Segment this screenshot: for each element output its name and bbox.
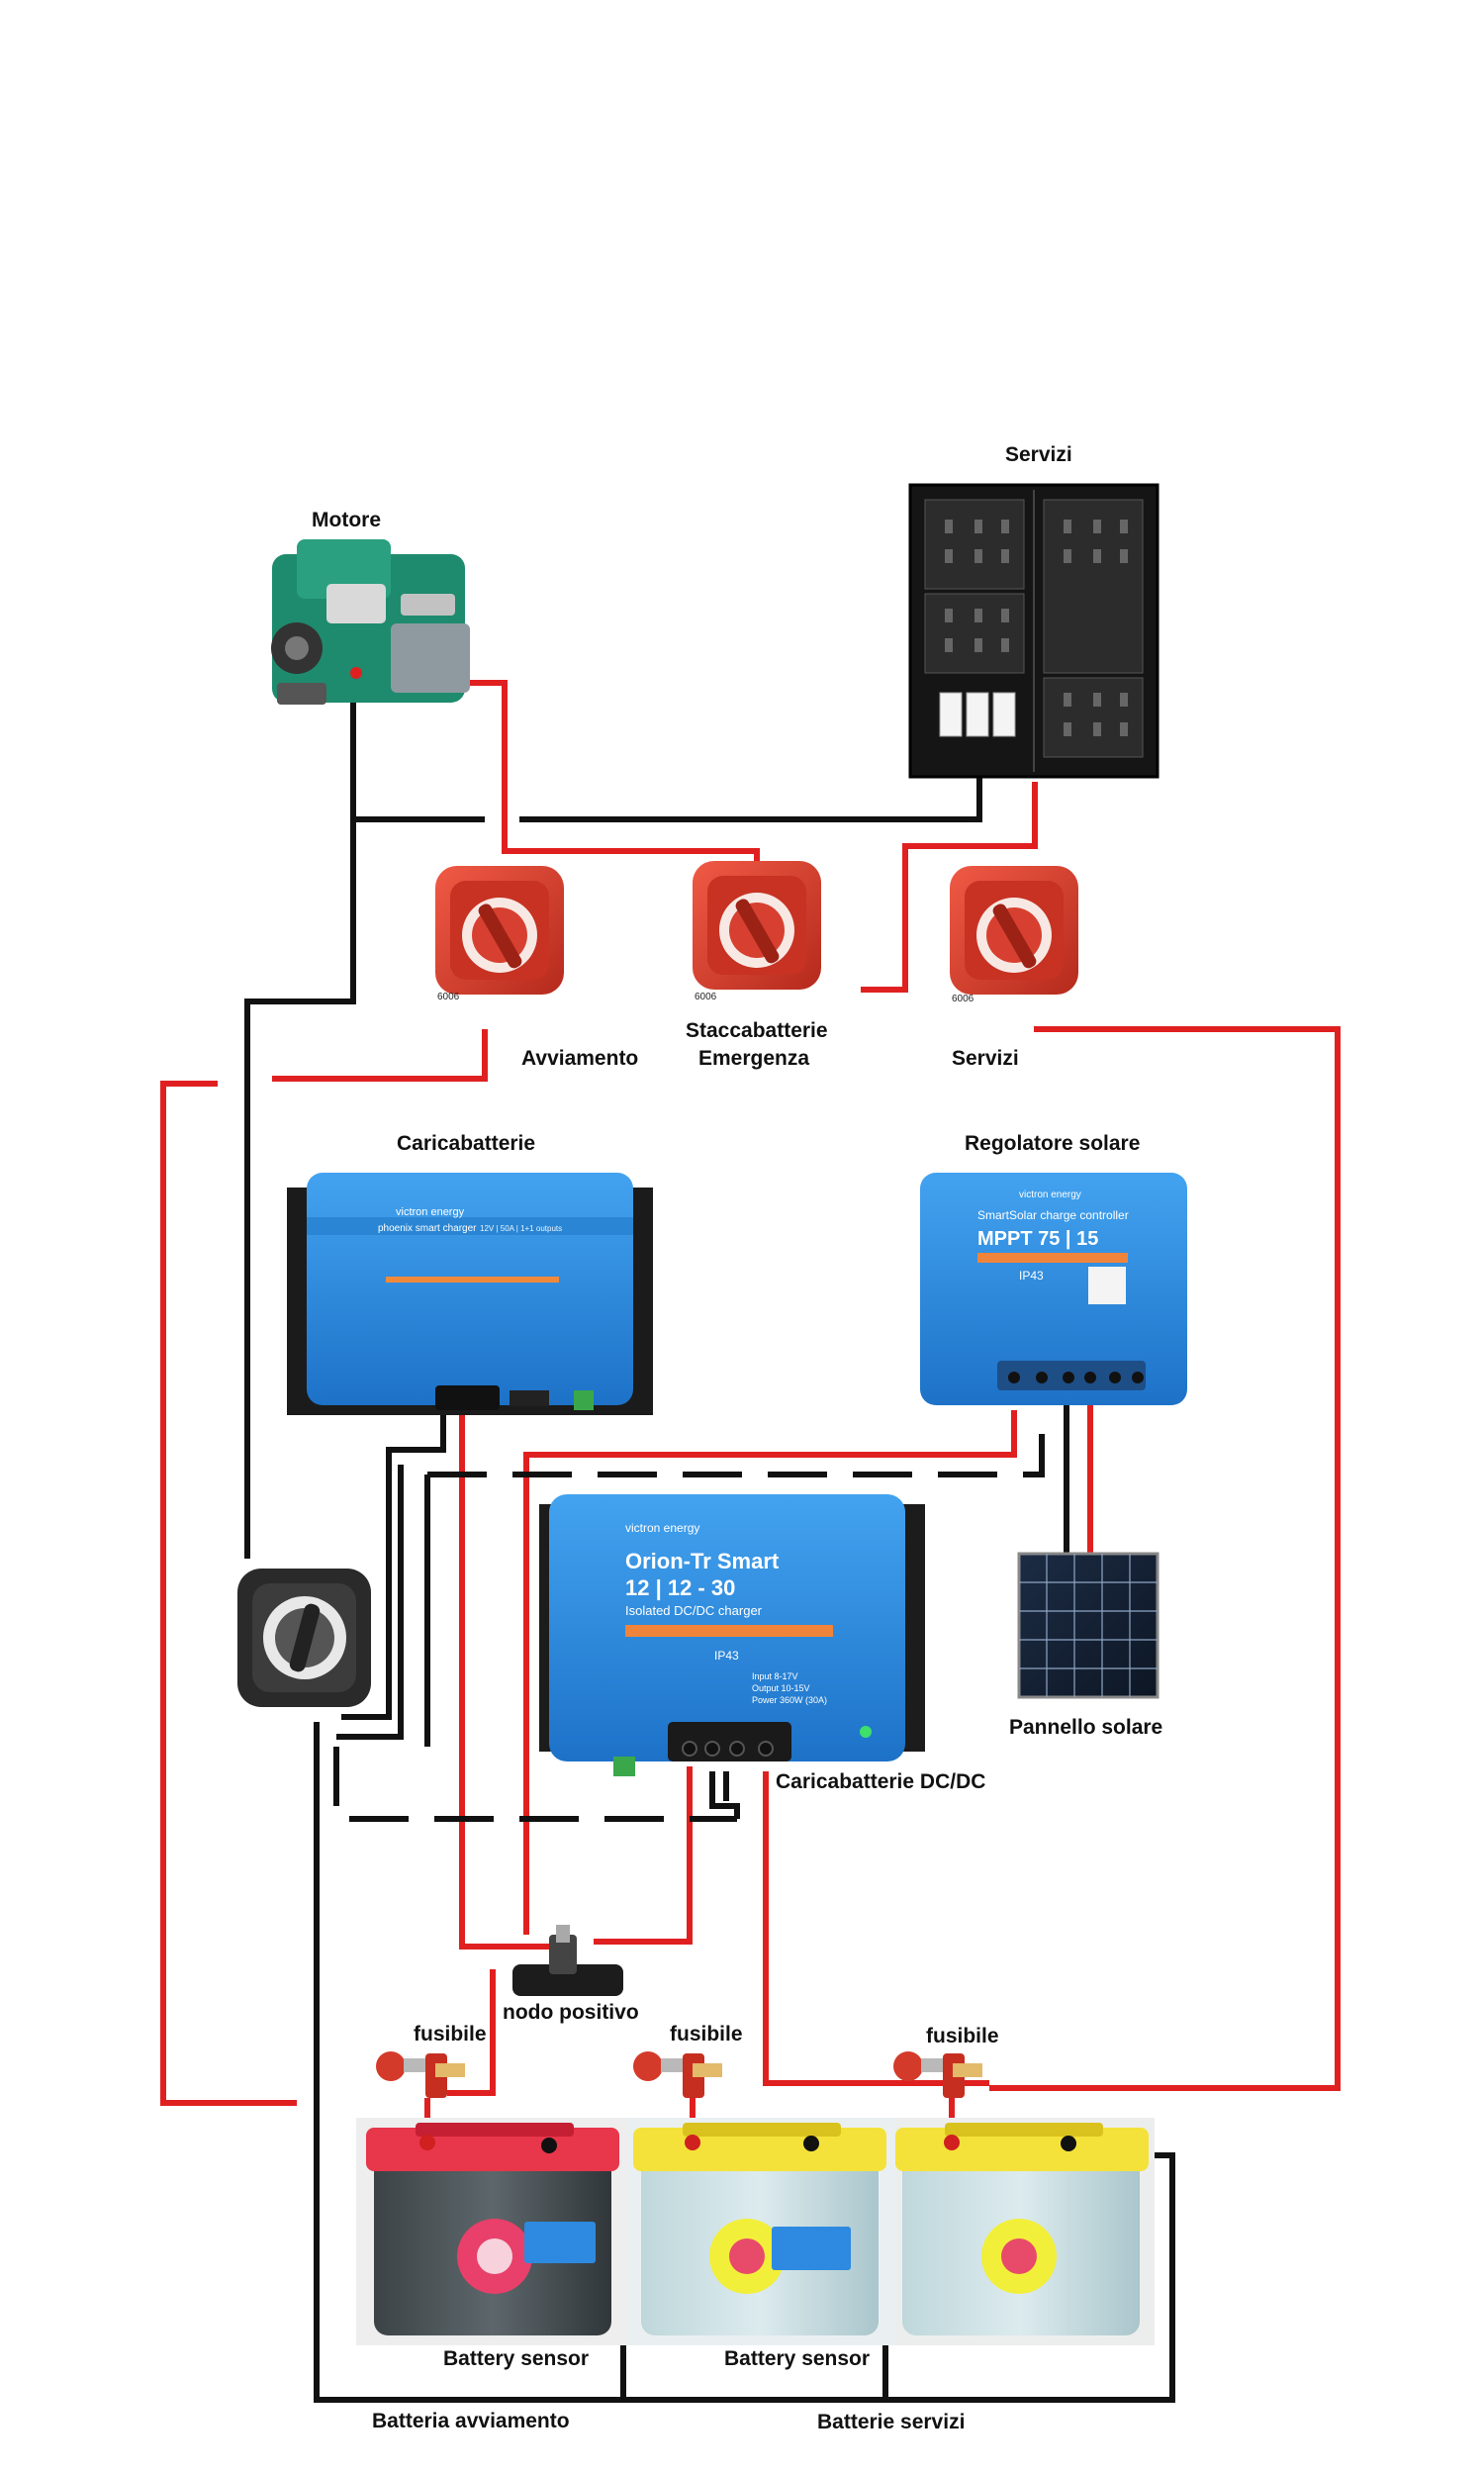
orion-brand: victron energy: [625, 1521, 699, 1535]
mppt-ip: IP43: [1019, 1269, 1044, 1283]
engine-illustration: [271, 539, 470, 705]
label-nodo-positivo: nodo positivo: [503, 2001, 639, 2024]
label-pannello-solare: Pannello solare: [1009, 1716, 1163, 1739]
phoenix-model: phoenix smart charger: [378, 1223, 477, 1234]
battery-service-1: [628, 2118, 895, 2345]
orion-subtitle: Isolated DC/DC charger: [625, 1603, 763, 1618]
battery-start: [356, 2118, 628, 2345]
label-avviamento: Avviamento: [521, 1047, 639, 1070]
orion-spec-input: Input 8-17V: [752, 1671, 798, 1681]
phoenix-charger: victron energy phoenix smart charger 12V…: [287, 1173, 653, 1415]
label-servizi-switch: Servizi: [952, 1047, 1019, 1070]
switch-code-servizi: 6006: [952, 994, 974, 1004]
label-motore: Motore: [312, 509, 381, 531]
orion-model-2: 12 | 12 - 30: [625, 1575, 735, 1600]
switch-servizi: 6006: [950, 866, 1078, 1004]
phoenix-rating: 12V | 50A | 1+1 outputs: [480, 1224, 562, 1233]
wire-start-feed: [160, 1081, 297, 2106]
wire-dash-neg-upper: [427, 1410, 1045, 1477]
services-panel: [908, 483, 1159, 779]
wire-node-start-fuse: [447, 1969, 496, 2096]
wire-top-negative-right: [519, 777, 982, 822]
wire-engine-negative: [244, 693, 356, 1559]
label-batteria-avviamento: Batteria avviamento: [372, 2410, 570, 2432]
wire-panel-positive: [861, 782, 1038, 993]
label-battery-sensor-start: Battery sensor: [443, 2347, 590, 2370]
label-regolatore-solare: Regolatore solare: [965, 1132, 1141, 1155]
orion-model-1: Orion-Tr Smart: [625, 1549, 780, 1573]
label-staccabatterie: Staccabatterie: [686, 1019, 828, 1042]
fuse-service-2: [893, 2051, 982, 2098]
wire-services-bus: [989, 1026, 1341, 2091]
switch-emergenza: 6006: [693, 861, 821, 1002]
switch-avviamento: 6006: [435, 866, 564, 1002]
phoenix-brand: victron energy: [396, 1206, 465, 1218]
battery-service-2: [895, 2118, 1155, 2345]
orion-ip: IP43: [714, 1649, 739, 1663]
mppt-brand: victron energy: [1019, 1189, 1081, 1200]
main-battery-switch: [237, 1569, 371, 1707]
label-caricabatterie: Caricabatterie: [397, 1132, 536, 1155]
switch-code-avviamento: 6006: [437, 992, 460, 1002]
label-servizi-panel: Servizi: [1005, 443, 1072, 466]
wire-mppt-positive: [523, 1410, 1017, 1935]
switch-code-emergenza: 6006: [695, 992, 717, 1002]
label-fusibile-service-2: fusibile: [926, 2025, 999, 2047]
wire-orion-positive: [594, 1766, 693, 1945]
wire-main-negative: [314, 1722, 623, 2403]
wire-dash-neg-lower: [333, 1747, 737, 1822]
label-caricabatterie-dcdc: Caricabatterie DC/DC: [776, 1770, 986, 1793]
wire-phoenix-neg-1: [341, 1400, 446, 1720]
label-fusibile-service-1: fusibile: [670, 2023, 743, 2046]
solar-panel: [1017, 1552, 1159, 1699]
mppt-regulator: victron energy SmartSolar charge control…: [920, 1173, 1187, 1405]
orion-spec-output: Output 10-15V: [752, 1683, 810, 1693]
label-emergenza: Emergenza: [698, 1047, 810, 1070]
orion-dcdc-charger: victron energy Orion-Tr Smart 12 | 12 - …: [539, 1494, 925, 1776]
wire-start-switch-positive: [272, 1029, 488, 1082]
label-batterie-servizi: Batterie servizi: [817, 2411, 966, 2433]
wire-orion-input: [763, 1771, 989, 2086]
wire-orion-neg: [709, 1771, 740, 1819]
fuse-start: [376, 2051, 465, 2098]
fuse-service-1: [633, 2051, 722, 2098]
positive-node-terminal: [512, 1925, 623, 1996]
orion-spec-power: Power 360W (30A): [752, 1695, 827, 1705]
mppt-model: MPPT 75 | 15: [977, 1228, 1098, 1250]
wire-phoenix-positive: [459, 1405, 554, 1950]
label-fusibile-start: fusibile: [414, 2023, 487, 2046]
mppt-line: SmartSolar charge controller: [977, 1208, 1129, 1222]
label-battery-sensor-service: Battery sensor: [724, 2347, 871, 2370]
